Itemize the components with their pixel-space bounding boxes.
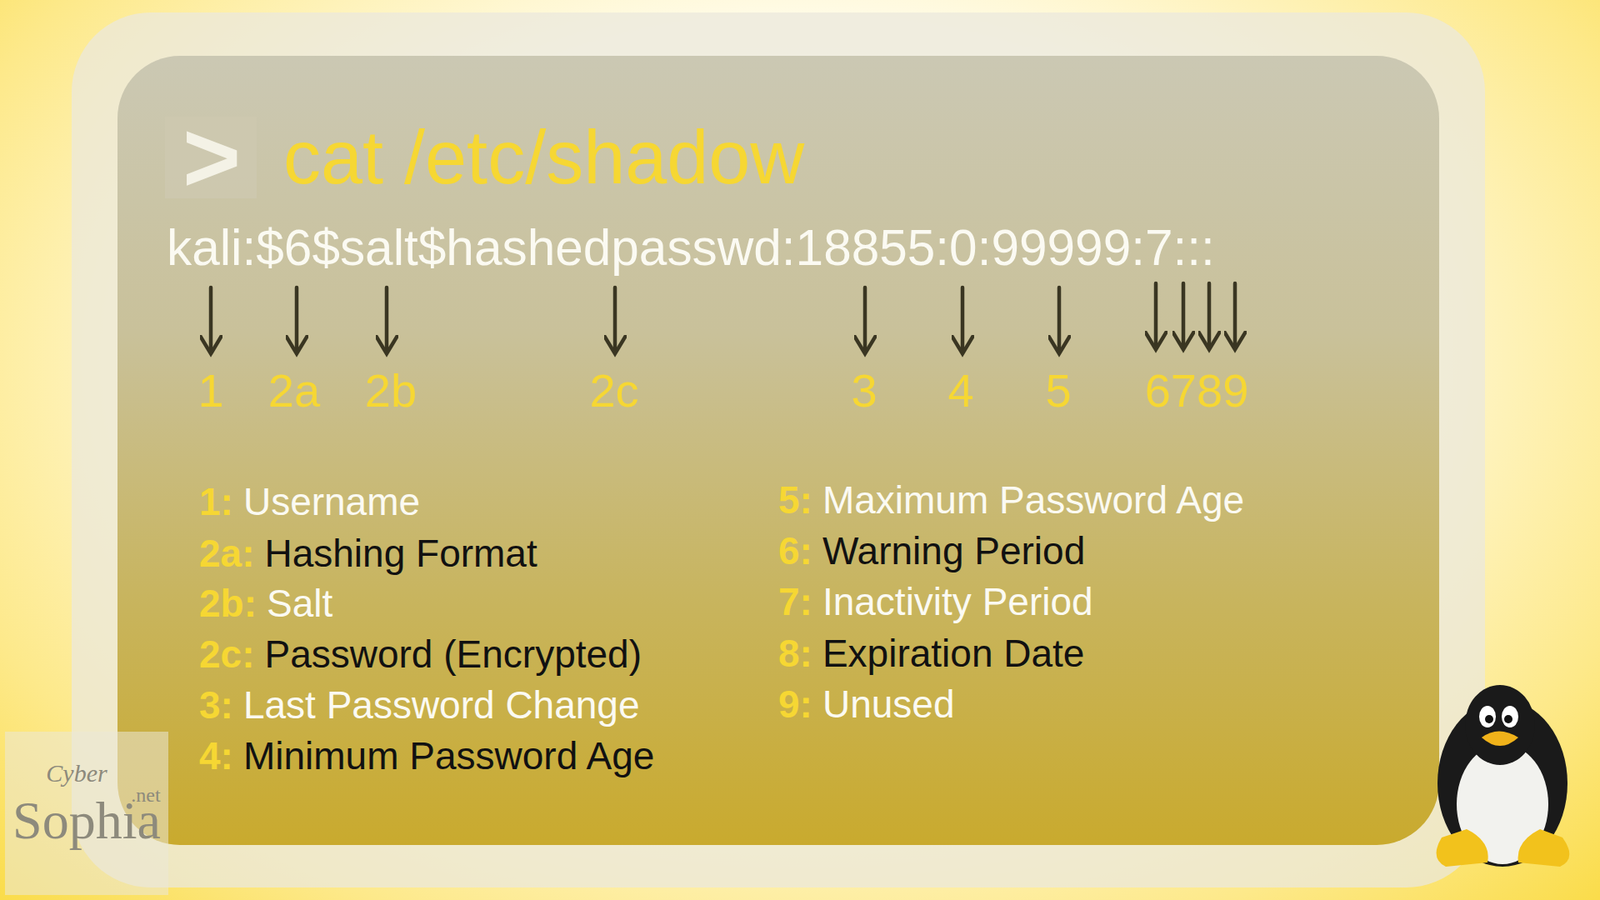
field-number: 1:: [199, 480, 234, 525]
watermark: .net: [130, 784, 160, 808]
field-number: 4:: [199, 734, 234, 779]
field-description: Unused: [822, 682, 955, 727]
field-description: Salt: [266, 581, 333, 626]
field-description: Last Password Change: [243, 683, 640, 728]
field-number: 7:: [778, 580, 813, 625]
prompt-symbol: >: [182, 99, 241, 215]
field-description: Warning Period: [822, 529, 1085, 574]
field-description: Maximum Password Age: [822, 478, 1245, 523]
field-number: 2c:: [199, 632, 255, 677]
callout-number: 5: [1045, 364, 1071, 418]
command-title: cat /etc/shadow: [283, 115, 805, 202]
field-number: 3:: [199, 683, 234, 728]
field-number: 2b:: [199, 581, 257, 626]
callout-number: 2a: [268, 364, 320, 418]
field-number: 8:: [778, 631, 813, 676]
shadow-entry: kali:$6$salt$hashedpasswd:18855:0:99999:…: [166, 219, 1215, 277]
field-number: 9:: [778, 682, 813, 727]
field-number: 5:: [778, 478, 813, 523]
field-description: Expiration Date: [822, 631, 1085, 676]
field-number: 6:: [778, 529, 813, 574]
callout-number: 1: [197, 364, 224, 418]
field-description: Password (Encrypted): [264, 632, 642, 677]
callout-number: 6789: [1145, 364, 1250, 418]
watermark: Cyber: [45, 759, 107, 789]
callout-number: 2c: [589, 364, 639, 418]
field-arrows: [210, 283, 1235, 350]
callout-number: 3: [850, 364, 877, 418]
tux-penguin: [1436, 685, 1570, 867]
callout-number: 2b: [365, 364, 417, 418]
field-description: Username: [243, 480, 420, 525]
field-number: 2a:: [199, 531, 255, 576]
callout-number: 4: [947, 364, 974, 418]
field-description: Inactivity Period: [822, 580, 1094, 625]
field-description: Minimum Password Age: [243, 734, 655, 779]
field-description: Hashing Format: [264, 531, 537, 576]
